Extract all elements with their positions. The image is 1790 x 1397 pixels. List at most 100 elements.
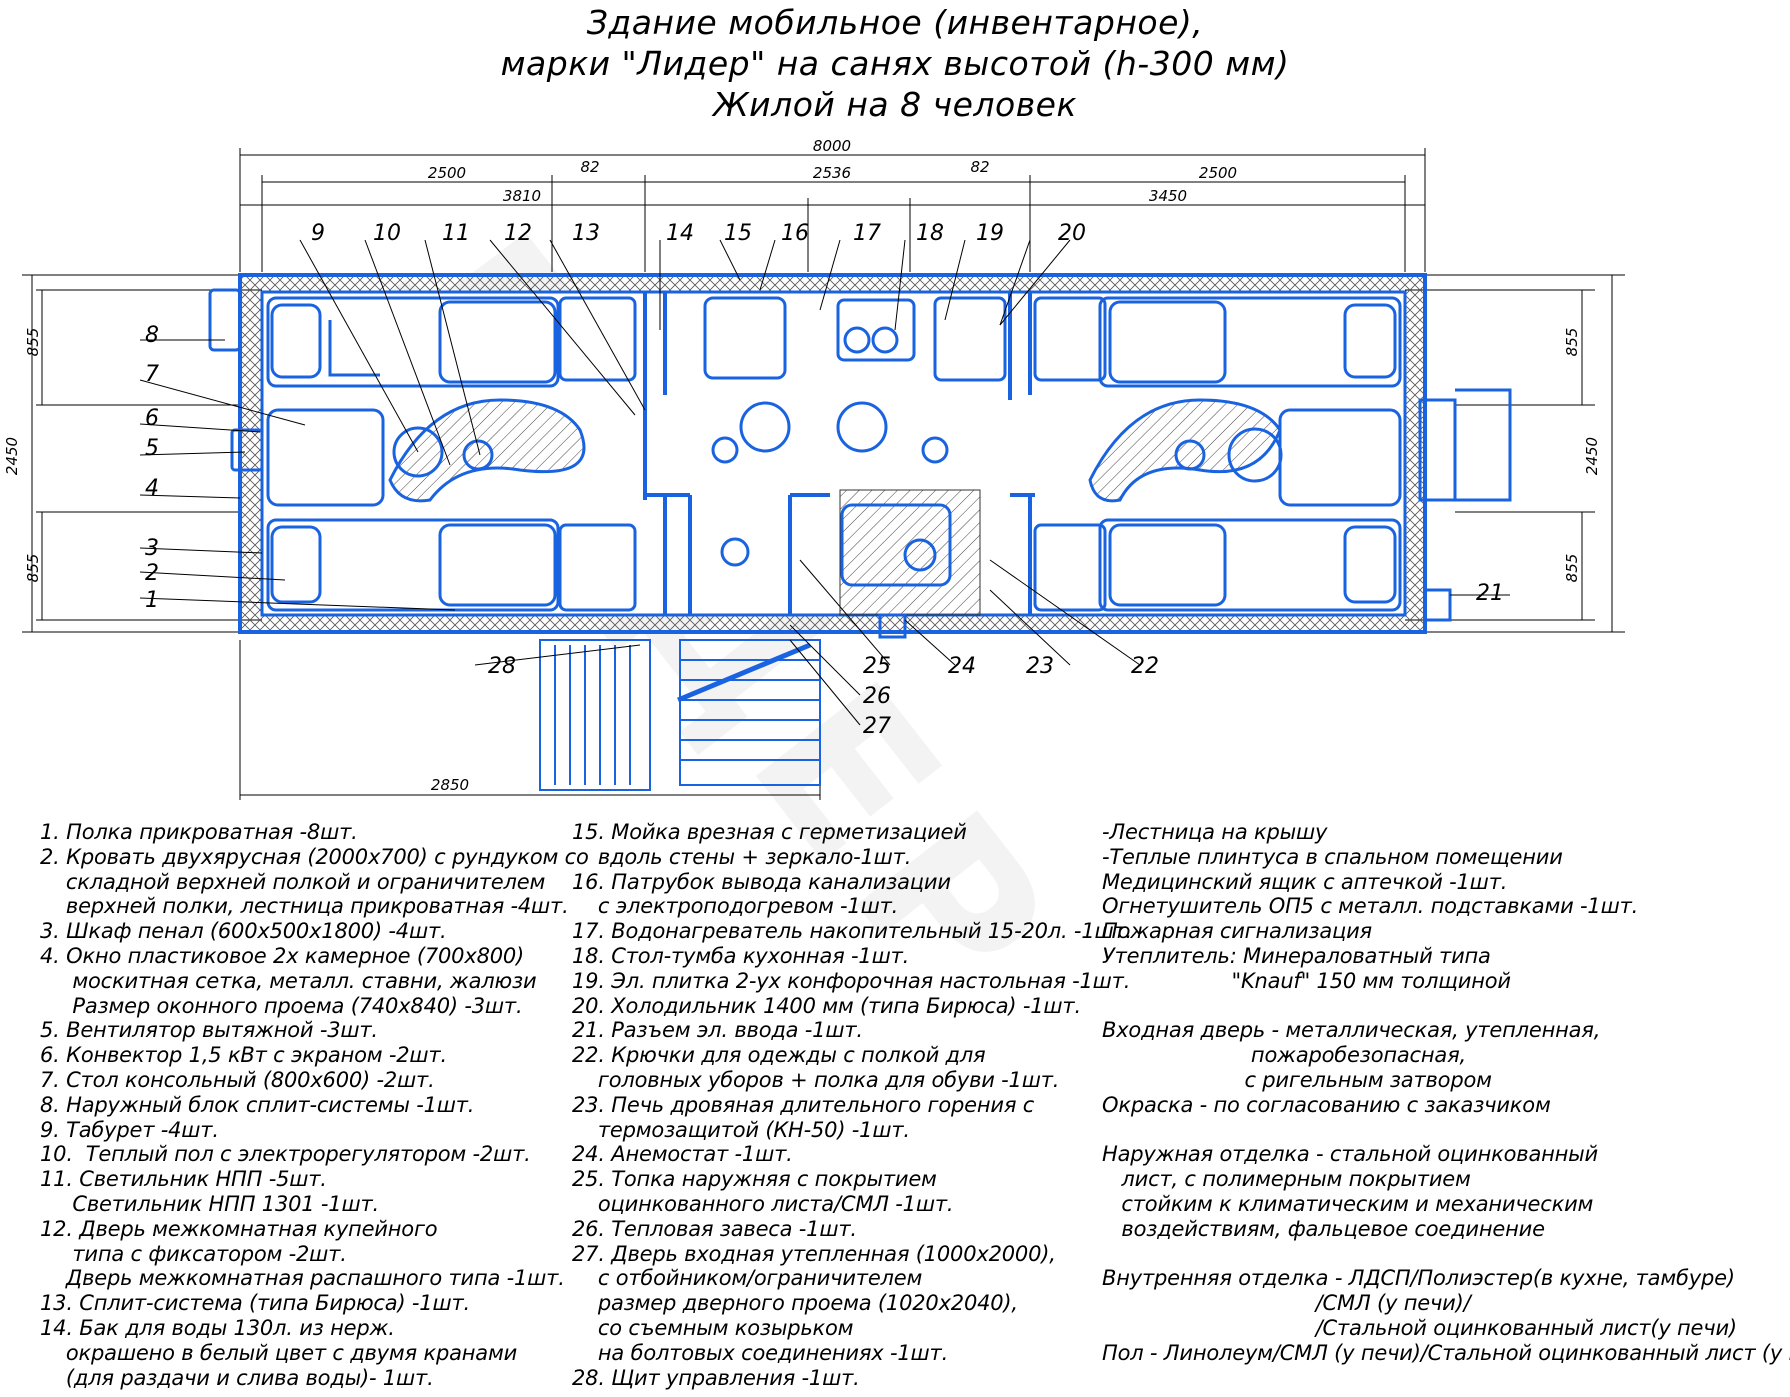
dim-855-left-top: 855 xyxy=(24,328,42,357)
callout-18: 18 xyxy=(916,221,944,246)
note-line xyxy=(1102,1118,1790,1143)
callout-10: 10 xyxy=(373,221,401,246)
dim-3450: 3450 xyxy=(1149,187,1187,205)
entry-steps xyxy=(539,639,821,791)
note-line: Наружная отделка - стальной оцинкованный xyxy=(1102,1142,1599,1167)
note-line: 20. Холодильник 1400 мм (типа Бирюса) -1… xyxy=(572,993,1081,1018)
callout-20: 20 xyxy=(1058,221,1086,246)
dim-2450-right: 2450 xyxy=(1583,437,1601,475)
note-line: 23. Печь дровяная длительного горения с xyxy=(572,1092,1035,1117)
dim-2500-left: 2500 xyxy=(428,164,466,182)
callout-22: 22 xyxy=(1131,654,1159,679)
note-line: 26. Тепловая завеса -1шт. xyxy=(572,1216,857,1241)
drawing-title: Здание мобильное (инвентарное), марки "Л… xyxy=(0,2,1790,125)
note-line: с ригельным затвором xyxy=(1102,1067,1492,1092)
notes-column-3: -Лестница на крышу-Теплые плинтуса в спа… xyxy=(1102,820,1790,1366)
note-line: 13. Сплит-система (типа Бирюса) -1шт. xyxy=(40,1291,470,1316)
note-line: с отбойником/ограничителем xyxy=(572,1266,923,1291)
callout-14: 14 xyxy=(666,221,694,246)
callout-4: 4 xyxy=(145,476,159,501)
note-line: -Теплые плинтуса в спальном помещении xyxy=(1102,844,1563,869)
callout-11: 11 xyxy=(442,221,470,246)
note-line: 4. Окно пластиковое 2х камерное (700х800… xyxy=(40,943,525,968)
callout-9: 9 xyxy=(311,221,325,246)
callout-28: 28 xyxy=(488,654,516,679)
note-line: окрашено в белый цвет с двумя кранами xyxy=(40,1340,518,1365)
dim-2450-left: 2450 xyxy=(3,437,21,475)
note-line: Медицинский ящик с аптечкой -1шт. xyxy=(1102,869,1508,894)
callout-25: 25 xyxy=(863,654,891,679)
callout-21: 21 xyxy=(1476,581,1504,606)
callout-6: 6 xyxy=(145,406,159,431)
note-line xyxy=(1102,1242,1790,1267)
title-line-1: Здание мобильное (инвентарное), xyxy=(586,3,1204,42)
callout-17: 17 xyxy=(853,221,881,246)
note-line: 25. Топка наружняя с покрытием xyxy=(572,1167,937,1192)
note-line: вдоль стены + зеркало-1шт. xyxy=(572,844,912,869)
note-line: 27. Дверь входная утепленная (1000х2000)… xyxy=(572,1241,1056,1266)
callout-7: 7 xyxy=(145,362,159,387)
dim-8000: 8000 xyxy=(813,137,851,155)
callout-8: 8 xyxy=(145,323,159,348)
interior-partitions xyxy=(643,292,1035,615)
callout-19: 19 xyxy=(976,221,1004,246)
callout-2: 2 xyxy=(145,561,159,586)
note-line: 7. Стол консольный (800х600) -2шт. xyxy=(40,1067,435,1092)
note-line: 10. Теплый пол с электрорегулятором -2шт… xyxy=(40,1142,531,1167)
beds xyxy=(266,296,1402,612)
callout-24: 24 xyxy=(948,654,976,679)
note-line: 15. Мойка врезная с герметизацией xyxy=(572,820,967,844)
note-line: -Лестница на крышу xyxy=(1102,820,1328,844)
dim-855-left-bottom: 855 xyxy=(24,554,42,583)
note-line: 9. Табурет -4шт. xyxy=(40,1117,219,1142)
dim-855-right-bottom: 855 xyxy=(1563,554,1581,583)
callout-26: 26 xyxy=(863,684,891,709)
callout-1: 1 xyxy=(145,588,159,613)
note-line: 12. Дверь межкомнатная купейного xyxy=(40,1216,438,1241)
note-line: (для раздачи и слива воды)- 1шт. xyxy=(40,1365,434,1390)
note-line: Пожарная сигнализация xyxy=(1102,919,1372,944)
callout-16: 16 xyxy=(781,221,809,246)
note-line: 19. Эл. плитка 2-ух конфорочная настольн… xyxy=(572,968,1131,993)
note-line: Огнетушитель ОП5 с металл. подставками -… xyxy=(1102,894,1639,919)
title-line-2: марки "Лидер" на санях высотой (h-300 мм… xyxy=(500,44,1290,83)
note-line: 5. Вентилятор вытяжной -3шт. xyxy=(40,1018,378,1043)
callout-23: 23 xyxy=(1026,654,1054,679)
dim-2500-right: 2500 xyxy=(1199,164,1237,182)
note-line: 2. Кровать двухярусная (2000х700) с рунд… xyxy=(40,844,589,869)
notes-column-2: 15. Мойка врезная с герметизацией вдоль … xyxy=(572,820,1132,1390)
note-line: "Knauf" 150 мм толщиной xyxy=(1102,968,1512,993)
note-line: 24. Анемостат -1шт. xyxy=(572,1142,793,1167)
leader-lines xyxy=(139,239,1510,726)
note-line: 21. Разъем эл. ввода -1шт. xyxy=(572,1018,863,1043)
note-line: лист, с полимерным покрытием xyxy=(1102,1167,1471,1192)
note-line: 28. Щит управления -1шт. xyxy=(572,1365,860,1390)
kitchen-floor-hatch xyxy=(839,489,981,616)
note-line: Светильник НПП 1301 -1шт. xyxy=(40,1191,379,1216)
note-line: 16. Патрубок вывода канализации xyxy=(572,869,951,894)
tables-and-cabinets xyxy=(266,296,1402,612)
note-line: 17. Водонагреватель накопительный 15-20л… xyxy=(572,919,1132,944)
note-line: 8. Наружный блок сплит-системы -1шт. xyxy=(40,1092,475,1117)
dimension-lines xyxy=(22,148,1625,800)
note-line: воздействиям, фальцевое соединение xyxy=(1102,1216,1545,1241)
note-line: 11. Светильник НПП -5шт. xyxy=(40,1167,327,1192)
round-fixtures xyxy=(392,326,1283,572)
note-line: 3. Шкаф пенал (600х500х1800) -4шт. xyxy=(40,919,447,944)
note-line: головных уборов + полка для обуви -1шт. xyxy=(572,1067,1060,1092)
note-line: пожаробезопасная, xyxy=(1102,1043,1467,1068)
hatched-zones xyxy=(388,398,1282,503)
note-line: Внутренняя отделка - ЛДСП/Полиэстер(в ку… xyxy=(1102,1266,1735,1291)
note-line: 22. Крючки для одежды с полкой для xyxy=(572,1043,986,1068)
callout-3: 3 xyxy=(145,536,159,561)
notes-column-1: 1. Полка прикроватная -8шт.2. Кровать дв… xyxy=(40,820,589,1390)
note-line: Размер оконного проема (740х840) -3шт. xyxy=(40,993,523,1018)
dim-2536: 2536 xyxy=(813,164,851,182)
note-line: со съемным козырьком xyxy=(572,1315,854,1340)
note-line: Дверь межкомнатная распашного типа -1шт. xyxy=(40,1266,565,1291)
note-line: с электроподогревом -1шт. xyxy=(572,894,899,919)
note-line: /СМЛ (у печи)/ xyxy=(1102,1291,1471,1316)
floor-plan: 8000 2500 82 2536 82 2500 3810 3450 2450… xyxy=(3,137,1625,800)
note-line: оцинкованного листа/СМЛ -1шт. xyxy=(572,1191,954,1216)
note-line: термозащитой (КН-50) -1шт. xyxy=(572,1117,910,1142)
